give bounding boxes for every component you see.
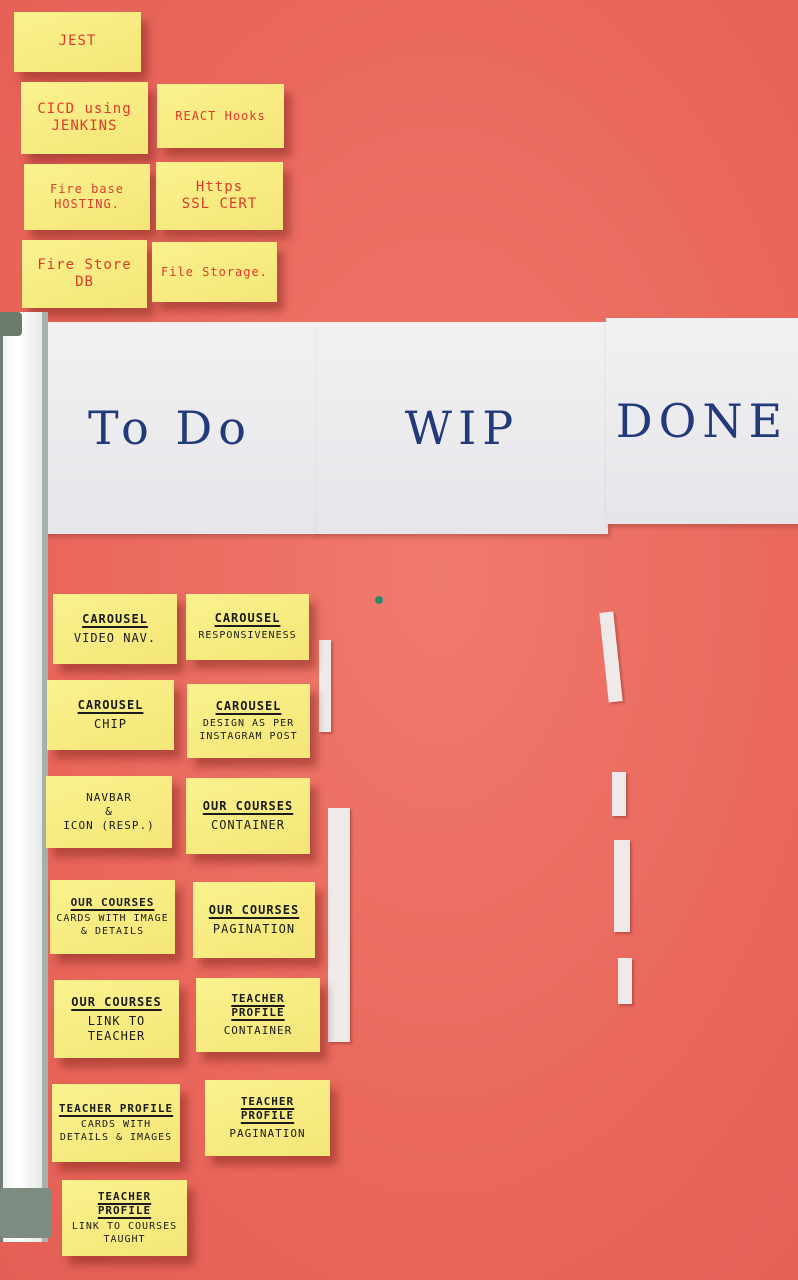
sticky-note-task: CAROUSEL RESPONSIVENESS [186, 594, 309, 660]
note-body-line2: DETAILS & IMAGES [59, 1131, 173, 1143]
column-divider-strip [319, 640, 331, 732]
note-body-line1: NAVBAR [86, 791, 132, 805]
note-text-line1: Fire Store [37, 256, 132, 273]
sticky-note-https-ssl: Https SSL CERT [156, 162, 283, 230]
column-header-todo: To Do [22, 322, 318, 534]
note-body: CONTAINER [223, 1023, 293, 1037]
note-body-line1: CARDS WITH IMAGE [56, 913, 169, 925]
note-text-line1: Fire base [49, 182, 125, 196]
note-body-line1: CARDS WITH [80, 1119, 152, 1131]
note-text-line1: Https [195, 178, 244, 195]
note-title: CAROUSEL [215, 699, 282, 713]
note-title: TEACHER PROFILE [97, 1189, 152, 1217]
push-pin [375, 596, 383, 604]
sticky-note-task: TEACHER PROFILE PAGINATION [205, 1080, 330, 1156]
note-text-line2: DB [75, 274, 94, 290]
sticky-note-task: OUR COURSES CARDS WITH IMAGE & DETAILS [50, 880, 175, 954]
note-title: TEACHER PROFILE [240, 1095, 295, 1123]
note-body-line2: & [105, 805, 113, 819]
note-body-line1: LINK TO [87, 1013, 146, 1028]
note-title: CAROUSEL [82, 612, 148, 626]
note-body: CONTAINER [210, 818, 286, 832]
note-body: RESPONSIVENESS [198, 630, 297, 642]
column-title-todo: To Do [87, 401, 252, 455]
sticky-note-firestore-db: Fire Store DB [22, 240, 147, 308]
sticky-note-jest: JEST [14, 12, 141, 72]
note-body-line2: & DETAILS [80, 925, 145, 937]
note-body: PAGINATION [229, 1126, 306, 1140]
sticky-note-task: NAVBAR & ICON (RESP.) [46, 776, 172, 848]
note-title: OUR COURSES [70, 895, 155, 909]
note-text: REACT Hooks [175, 108, 266, 123]
note-body-line2: TEACHER [87, 1028, 146, 1043]
whiteboard-top-cap [0, 312, 22, 336]
column-divider-strip [618, 958, 632, 1004]
note-body: VIDEO NAV. [73, 631, 157, 645]
column-divider-strip [614, 840, 630, 932]
column-title-done: DONE [615, 394, 789, 448]
note-text: JEST [58, 33, 97, 50]
sticky-note-task: OUR COURSES LINK TO TEACHER [54, 980, 179, 1058]
sticky-note-react-hooks: REACT Hooks [157, 84, 284, 148]
note-text: File Storage. [161, 264, 268, 279]
column-divider-strip [328, 808, 350, 1042]
note-text-line2: HOSTING. [54, 197, 120, 211]
column-header-done: DONE [606, 318, 798, 524]
note-title: TEACHER PROFILE [58, 1101, 174, 1115]
column-title-wip: WIP [404, 401, 520, 455]
note-title: CAROUSEL [77, 698, 144, 712]
whiteboard-marker-tray [0, 1188, 52, 1238]
sticky-note-file-storage: File Storage. [152, 242, 277, 302]
note-body-line2: INSTAGRAM POST [199, 730, 298, 742]
sticky-note-task: OUR COURSES CONTAINER [186, 778, 310, 854]
sticky-note-task: CAROUSEL DESIGN AS PER INSTAGRAM POST [187, 684, 310, 758]
sticky-note-task: TEACHER PROFILE CARDS WITH DETAILS & IMA… [52, 1084, 180, 1162]
note-body-line1: LINK TO COURSES [71, 1221, 178, 1233]
note-title: CAROUSEL [214, 611, 281, 626]
sticky-note-task: OUR COURSES PAGINATION [193, 882, 315, 958]
note-title: TEACHER PROFILE [231, 992, 285, 1020]
sticky-note-firebase-hosting: Fire base HOSTING. [24, 164, 150, 230]
column-header-wip: WIP [316, 322, 608, 534]
note-title: OUR COURSES [71, 994, 162, 1009]
sticky-note-task: CAROUSEL CHIP [47, 680, 174, 750]
sticky-note-cicd: CICD using JENKINS [21, 82, 148, 154]
note-body-line3: ICON (RESP.) [63, 818, 155, 832]
note-text-line1: CICD using [37, 100, 132, 117]
note-title: OUR COURSES [208, 903, 300, 917]
sticky-note-task: TEACHER PROFILE CONTAINER [196, 978, 320, 1052]
note-body: CHIP [94, 717, 127, 731]
sticky-note-task: CAROUSEL VIDEO NAV. [53, 594, 177, 664]
note-text-line2: JENKINS [51, 118, 118, 134]
note-body-line1: DESIGN AS PER [202, 718, 295, 729]
column-divider-strip [612, 772, 626, 816]
note-body: PAGINATION [212, 922, 296, 936]
note-body-line2: TAUGHT [103, 1233, 146, 1245]
note-text-line2: SSL CERT [181, 196, 258, 212]
note-title: OUR COURSES [202, 799, 294, 813]
sticky-note-task: TEACHER PROFILE LINK TO COURSES TAUGHT [62, 1180, 187, 1256]
whiteboard-edge [0, 312, 48, 1242]
